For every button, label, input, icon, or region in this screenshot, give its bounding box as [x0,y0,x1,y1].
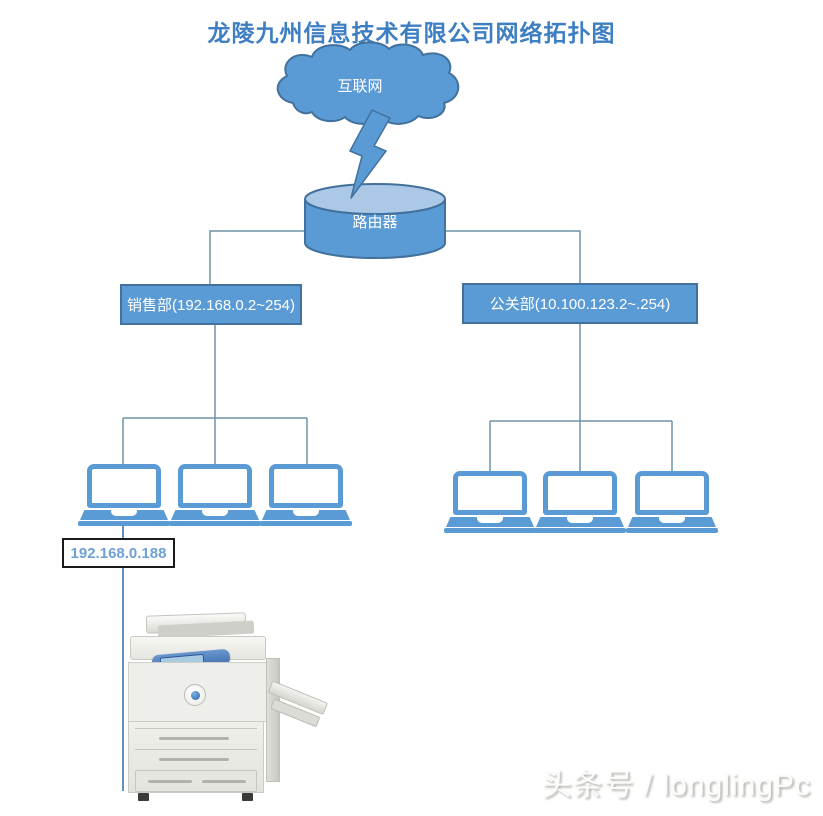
laptop-base [169,521,261,526]
laptop-screen [269,464,343,508]
laptop-keyboard [262,510,350,520]
laptop-keyboard [446,517,534,527]
printer-paper-tray [135,749,257,767]
lightning-bolt-icon [349,109,391,199]
router-label: 路由器 [352,214,398,231]
laptop-base [78,521,170,526]
laptop-screen [635,471,709,515]
router-to-dept-connectors [209,230,581,285]
laptop-base [444,528,536,533]
printer-side-column [266,658,280,782]
printer-wheel [138,793,149,801]
pr-dept-node: 公关部(10.100.123.2~.254) [462,283,698,324]
laptop-keyboard [628,517,716,527]
printer-bottom-drawer [135,770,257,792]
laptop-icon [169,464,261,526]
watermark-text: 头条号 / longlingPc [541,769,811,802]
printer-lower-body [128,721,264,793]
diagram-title: 龙陵九州信息技术有限公司网络拓扑图 [207,20,616,46]
router-cylinder-top [304,183,446,215]
printer-scanner-unit [130,636,266,660]
laptop-keyboard [536,517,624,527]
printer-ip-text: 192.168.0.188 [70,544,167,562]
laptop-base [534,528,626,533]
laptop-screen [178,464,252,508]
laptop-icon [444,471,536,533]
laptop-keyboard [171,510,259,520]
laptop-keyboard [80,510,168,520]
laptop-screen [87,464,161,508]
laptop-screen [543,471,617,515]
laptop-icon [626,471,718,533]
sales-dept-node: 销售部(192.168.0.2~254) [120,284,302,325]
printer-ip-label-box: 192.168.0.188 [62,538,175,568]
laptop-base [260,521,352,526]
printer-image [128,612,329,802]
printer-logo [184,684,206,706]
internet-label: 互联网 [337,78,383,95]
sales-lan-connectors [122,325,308,466]
laptop-icon [78,464,170,526]
printer-paper-tray [135,728,257,746]
laptop-icon [260,464,352,526]
pr-lan-connectors [489,324,673,473]
laptop-icon [534,471,626,533]
internet-cloud-shape [276,41,460,125]
printer-wheel [242,793,253,801]
laptop-screen [453,471,527,515]
laptop-base [626,528,718,533]
